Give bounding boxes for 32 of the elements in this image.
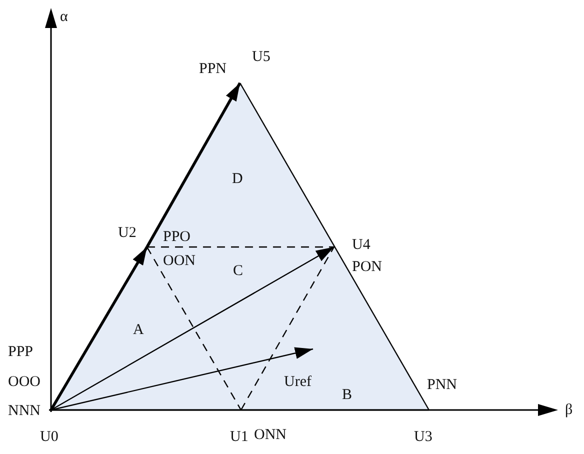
line: [51, 409, 241, 411]
vector-label: U4: [352, 238, 370, 253]
region-label: B: [342, 388, 352, 403]
arrow: [50, 347, 314, 411]
switch-state-label: ONN: [254, 428, 286, 443]
vector-label: U5: [252, 50, 270, 65]
switch-state-label: OOO: [8, 375, 40, 390]
line: [241, 409, 429, 411]
axis-label: β: [565, 403, 573, 418]
switch-state-label: PON: [352, 260, 382, 275]
vector-label: U2: [118, 226, 136, 241]
axis-label: α: [60, 10, 68, 25]
dashed-line: [240, 246, 335, 410]
switch-state-label: OON: [163, 254, 196, 269]
switch-state-label: PNN: [427, 378, 458, 393]
arrow: [50, 246, 334, 411]
dashed-line: [146, 246, 242, 410]
dashed-line: [147, 246, 334, 248]
vector-label: U1: [230, 430, 248, 445]
switch-state-label: PPN: [199, 62, 227, 77]
region-label: A: [133, 323, 144, 338]
vector-label: U0: [40, 430, 58, 445]
vector-label: Uref: [284, 375, 312, 390]
region-label: D: [232, 172, 243, 187]
region-label: C: [233, 264, 244, 279]
arrow: [146, 82, 242, 248]
line: [239, 82, 430, 410]
arrow: [50, 246, 148, 411]
switch-state-label: NNN: [8, 404, 40, 419]
vector-label: U3: [414, 430, 432, 445]
switch-state-label: PPO: [163, 230, 191, 245]
switch-state-label: PPP: [8, 345, 34, 360]
